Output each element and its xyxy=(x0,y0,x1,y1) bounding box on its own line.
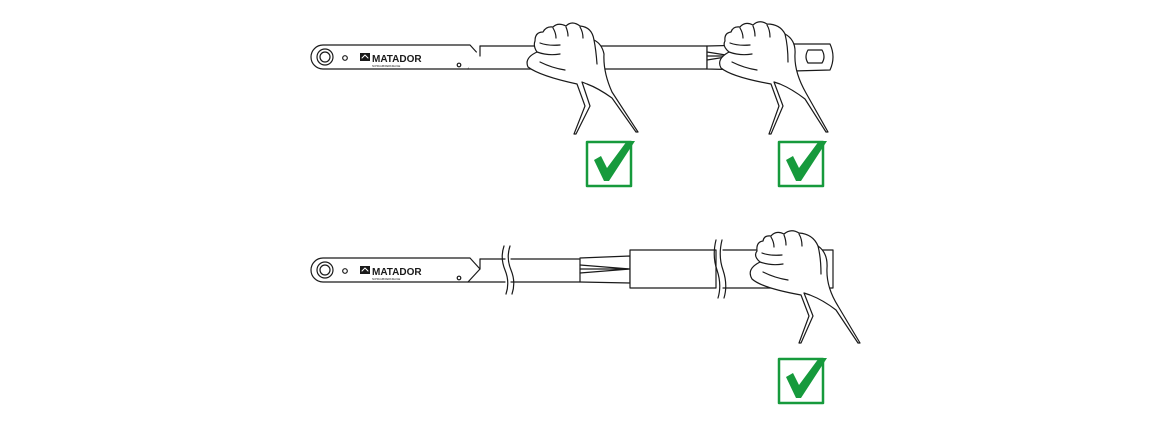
wrench-with-extension: MATADOR SCHRAUBWERKZEUGE xyxy=(310,230,861,405)
brand-logo-icon xyxy=(360,266,370,274)
hand-icon xyxy=(719,21,829,135)
check-icon xyxy=(585,140,635,188)
wrench-full-length: MATADOR SCHRAUBWERKZEUGE xyxy=(310,21,834,188)
brand-logo-icon xyxy=(360,53,370,61)
hand-icon xyxy=(526,22,639,135)
check-icon xyxy=(777,357,827,405)
wrench-icon xyxy=(310,239,834,299)
brand-sub: SCHRAUBWERKZEUGE xyxy=(372,278,401,281)
hand-icon xyxy=(749,230,861,344)
brand-name: MATADOR xyxy=(372,267,422,278)
brand-name: MATADOR xyxy=(372,54,422,65)
check-icon xyxy=(777,140,827,188)
brand-sub: SCHRAUBWERKZEUGE xyxy=(372,65,401,68)
